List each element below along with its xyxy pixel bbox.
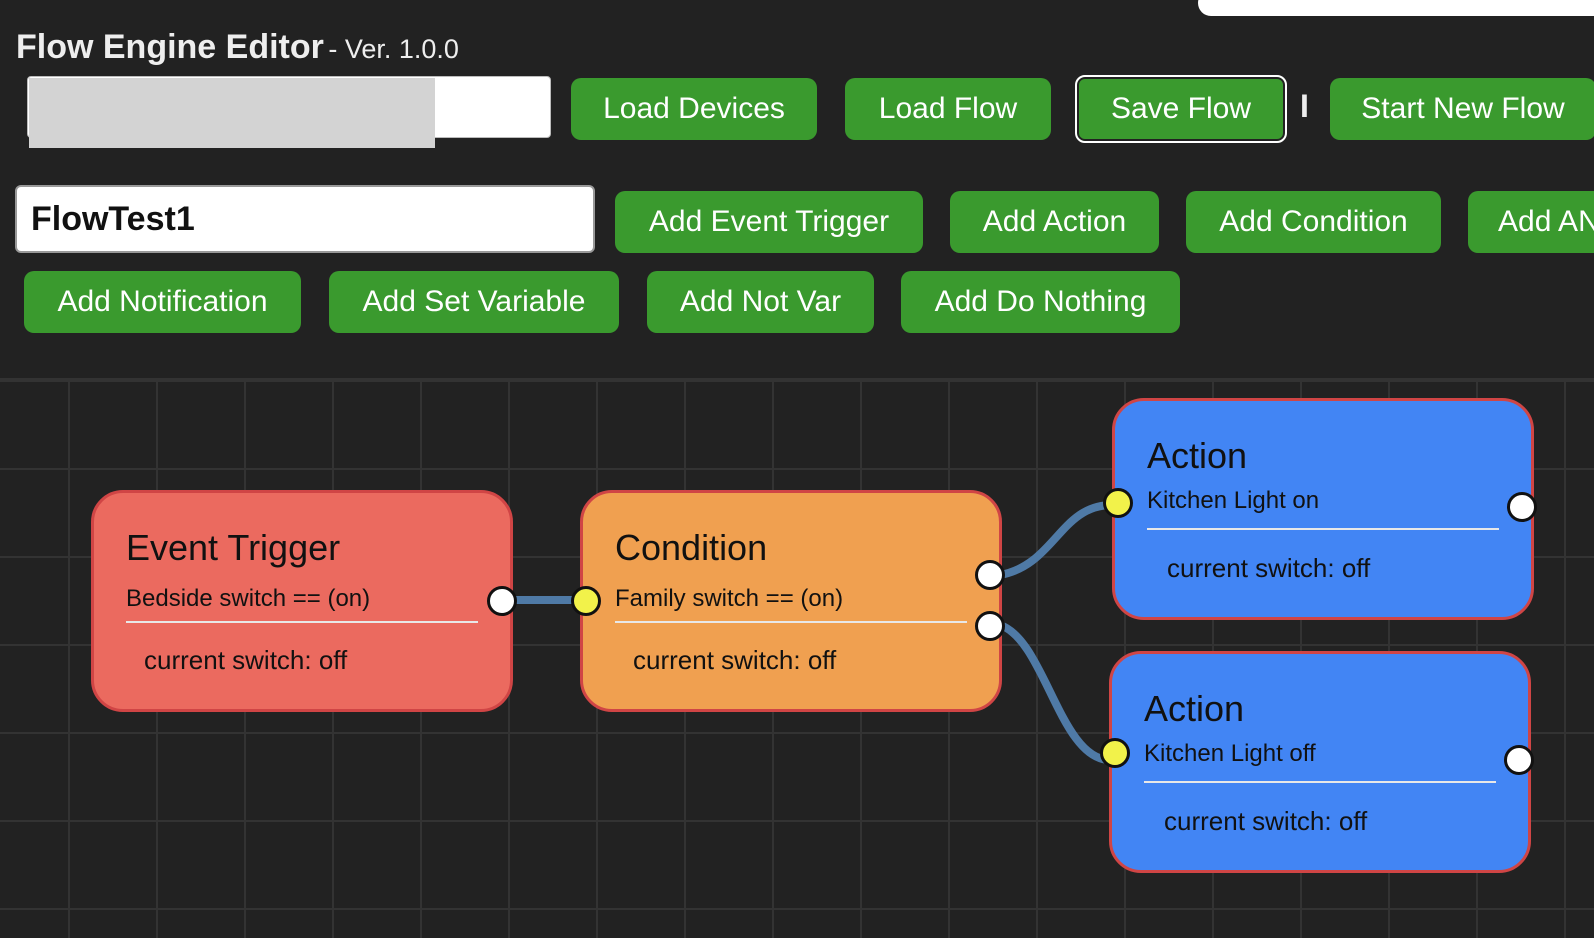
top-white-bar [1198,0,1594,16]
flow-name-input[interactable] [15,185,595,253]
node-state: current switch: off [1164,806,1368,836]
add-do-nothing-button[interactable]: Add Do Nothing [901,271,1180,333]
node-condition[interactable]: Condition Family switch == (on) current … [571,490,1005,712]
node-divider [615,621,967,623]
node-state: current switch: off [633,645,837,675]
app-title: Flow Engine Editor - Ver. 1.0.0 [16,28,459,67]
output-port-icon[interactable] [487,586,517,616]
output-port-true-icon[interactable] [975,560,1005,590]
app-version: - Ver. 1.0.0 [328,34,459,64]
input-port-icon[interactable] [1100,738,1130,768]
node-event-trigger[interactable]: Event Trigger Bedside switch == (on) cur… [91,490,517,712]
node-title: Condition [615,527,768,568]
start-new-flow-button[interactable]: Start New Flow [1330,78,1594,140]
node-title: Action [1147,435,1248,476]
add-notification-button[interactable]: Add Notification [24,271,301,333]
node-state: current switch: off [144,645,348,675]
node-divider [1144,781,1496,783]
toolbar-separator: I [1300,88,1309,124]
node-description: Family switch == (on) [615,585,844,612]
add-and-button[interactable]: Add AND [1468,191,1594,253]
node-action-light-off[interactable]: Action Kitchen Light off current switch:… [1100,651,1534,873]
input-port-icon[interactable] [1103,488,1133,518]
device-input[interactable] [27,76,551,148]
output-port-icon[interactable] [1504,745,1534,775]
node-description: Kitchen Light on [1147,487,1320,514]
node-divider [1147,528,1499,530]
input-port-icon[interactable] [571,586,601,616]
save-flow-button[interactable]: Save Flow [1075,75,1287,143]
node-description: Bedside switch == (on) [126,585,371,612]
add-event-trigger-button[interactable]: Add Event Trigger [615,191,923,253]
app-title-text: Flow Engine Editor [16,28,324,66]
node-state: current switch: off [1167,553,1371,583]
node-divider [126,621,478,623]
load-devices-button[interactable]: Load Devices [571,78,817,140]
output-port-false-icon[interactable] [975,611,1005,641]
add-not-var-button[interactable]: Add Not Var [647,271,874,333]
node-action-light-on[interactable]: Action Kitchen Light on current switch: … [1103,398,1537,620]
add-condition-button[interactable]: Add Condition [1186,191,1441,253]
node-description: Kitchen Light off [1144,740,1316,767]
load-flow-button[interactable]: Load Flow [845,78,1051,140]
device-input-selection [29,78,435,148]
output-port-icon[interactable] [1507,492,1537,522]
add-action-button[interactable]: Add Action [950,191,1159,253]
node-title: Event Trigger [126,527,341,568]
add-set-variable-button[interactable]: Add Set Variable [329,271,619,333]
node-title: Action [1144,688,1245,729]
